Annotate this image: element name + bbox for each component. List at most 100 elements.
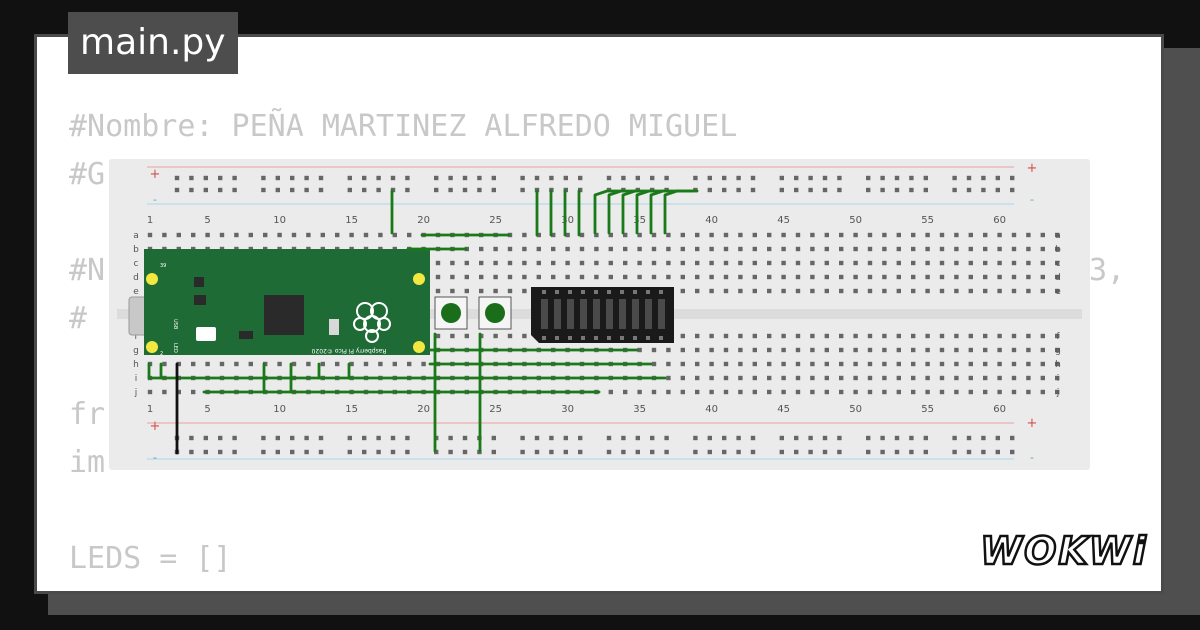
rail-hole [894, 175, 900, 181]
row-letter: i [1057, 374, 1060, 384]
breadboard-hole [954, 361, 959, 367]
breadboard-hole [939, 361, 945, 367]
rail-hole [448, 435, 453, 441]
breadboard-hole [839, 361, 844, 367]
breadboard-hole [349, 361, 354, 367]
rail-hole [981, 187, 986, 193]
breadboard-hole [1040, 375, 1045, 381]
breadboard-hole [709, 389, 714, 395]
rail-hole [779, 449, 784, 455]
rail-hole [966, 187, 972, 193]
breadboard-hole [1026, 274, 1031, 280]
wire [607, 189, 639, 235]
breadboard-hole [1011, 232, 1017, 238]
breadboard-hole [680, 274, 685, 280]
rail-hole [808, 435, 813, 441]
breadboard-hole [810, 333, 815, 339]
breadboard-hole [939, 389, 945, 395]
breadboard-hole [925, 375, 930, 381]
breadboard-hole [896, 347, 901, 353]
file-tab[interactable]: main.py [68, 12, 238, 74]
column-number: 15 [345, 215, 358, 226]
breadboard-hole [810, 361, 815, 367]
breadboard-hole [1040, 389, 1045, 395]
breadboard-hole [723, 246, 729, 252]
column-number: 55 [921, 404, 934, 415]
breadboard-hole [968, 389, 973, 395]
led-bar-graph[interactable] [531, 287, 674, 343]
breadboard-hole [637, 232, 642, 238]
breadboard-hole [479, 274, 484, 280]
breadboard-hole [723, 375, 729, 381]
column-number: 30 [561, 215, 574, 226]
breadboard-hole [882, 361, 887, 367]
rail-hole [189, 175, 194, 181]
led-pin [542, 336, 546, 340]
rail-hole [376, 187, 381, 193]
breadboard-hole [565, 246, 570, 252]
row-letter: d [133, 273, 139, 283]
row-letter: e [133, 287, 139, 297]
pushbutton-2[interactable] [478, 296, 512, 330]
column-number: 40 [705, 215, 718, 226]
rail-hole [894, 435, 900, 441]
breadboard-hole [853, 232, 858, 238]
breadboard-hole [695, 260, 700, 266]
breadboard-hole [810, 246, 815, 252]
rail-hole [218, 187, 223, 193]
column-number: 1 [147, 404, 153, 415]
breadboard-hole [781, 389, 786, 395]
rail-minus-bottom-right: - [1030, 451, 1034, 464]
rail-hole [635, 449, 640, 455]
breadboard-hole [738, 232, 743, 238]
rail-hole [434, 187, 439, 193]
rail-hole [794, 175, 799, 181]
breadboard-hole [219, 232, 225, 238]
wire [635, 189, 667, 235]
pico-crystal [194, 277, 204, 287]
column-number: 40 [705, 404, 718, 415]
breadboard-hole [738, 361, 743, 367]
breadboard-hole [1011, 333, 1017, 339]
breadboard-hole [752, 288, 757, 294]
breadboard-hole [378, 361, 383, 367]
rail-hole [621, 449, 626, 455]
row-letter: g [1055, 346, 1061, 356]
breadboard-hole [795, 246, 801, 252]
rail-hole [952, 435, 957, 441]
pushbutton-1[interactable] [434, 296, 468, 330]
pushbutton-2-cap[interactable] [485, 303, 505, 323]
pushbutton-1-cap[interactable] [441, 303, 461, 323]
breadboard-hole [695, 288, 700, 294]
breadboard-hole [983, 288, 988, 294]
code-line-2: #G [69, 157, 106, 192]
breadboard-hole [1055, 246, 1060, 252]
breadboard-hole [853, 274, 858, 280]
breadboard-hole [867, 361, 873, 367]
breadboard-hole [824, 347, 829, 353]
breadboard-hole [752, 246, 757, 252]
breadboard-hole [407, 361, 412, 367]
breadboard-hole [752, 347, 757, 353]
pico-board[interactable]: USB LED 39 2 Raspberry Pi Pico ©2020 [128, 249, 430, 357]
led-bar-body [531, 287, 674, 343]
rail-hole [578, 435, 583, 441]
breadboard-hole [565, 274, 570, 280]
breadboard-hole [1026, 333, 1031, 339]
breadboard-hole [810, 347, 815, 353]
breadboard-hole [565, 260, 570, 266]
column-number: 10 [273, 215, 286, 226]
breadboard-hole [767, 389, 772, 395]
bootsel-button[interactable] [196, 327, 216, 341]
rail-hole [866, 435, 871, 441]
rail-hole [376, 175, 381, 181]
led-label: LED [172, 343, 178, 353]
rail-hole [405, 187, 410, 193]
rail-hole [290, 187, 295, 193]
breadboard-hole [939, 274, 945, 280]
breadboard-hole [522, 260, 527, 266]
breadboard-hole [1026, 246, 1031, 252]
breadboard-hole [363, 361, 369, 367]
rail-hole [390, 175, 396, 181]
led-pin [607, 336, 611, 340]
